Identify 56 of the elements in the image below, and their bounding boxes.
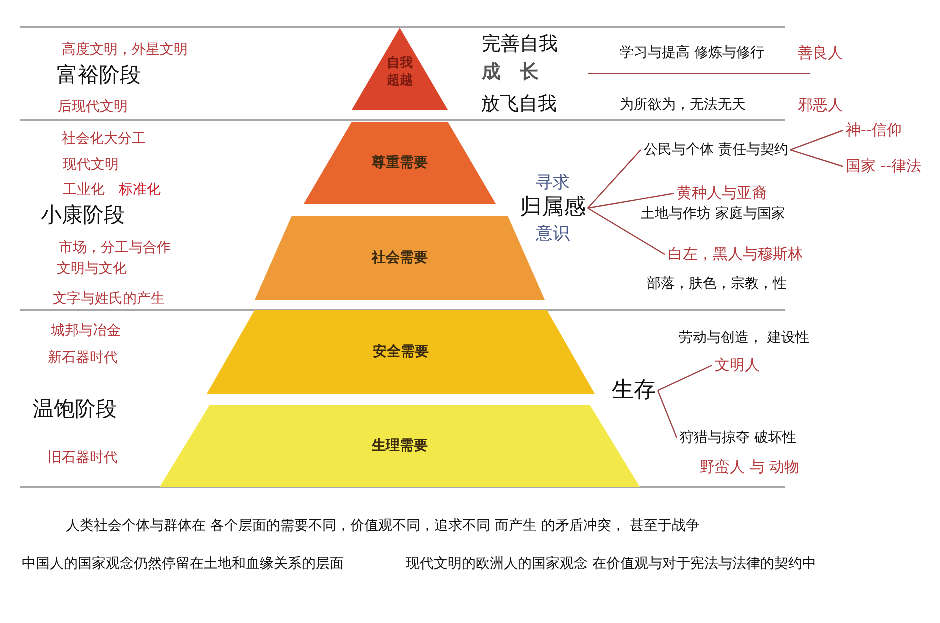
pyramid-tier <box>160 405 640 487</box>
annotation-text: 学习与提高 修炼与修行 <box>620 45 764 62</box>
hub-caption: 寻求 <box>535 172 571 194</box>
note-text: 现代文明的欧洲人的国家观念 在价值观与对于宪法与法律的契约中 <box>406 556 816 572</box>
annotation-text: 野蛮人 与 动物 <box>700 459 800 476</box>
annotation-text: 工业化 <box>63 182 105 198</box>
annotation-text: 高度文明，外星文明 <box>62 42 188 58</box>
branch-text: 白左，黑人与穆斯林 <box>668 246 803 264</box>
annotation-text: 市场，分工与合作 <box>59 240 171 256</box>
annotation-text: 旧石器时代 <box>48 450 118 466</box>
side-heading: 成 长 <box>482 62 539 84</box>
note-text: 人类社会个体与群体在 各个层面的需要不同，价值观不同，追求不同 而产生 的矛盾冲突， 甚至于战争 <box>66 518 700 534</box>
annotation-text: 文字与姓氏的产生 <box>53 291 165 308</box>
connector-line <box>588 193 674 209</box>
tier-label: 生理需要 <box>370 437 429 455</box>
pyramid-tier <box>207 310 595 394</box>
connector-line <box>658 365 712 392</box>
peak-triangle <box>352 28 448 110</box>
hub-text: 归属感 <box>520 194 586 222</box>
branch-text: 黄种人与亚裔 <box>677 185 767 202</box>
annotation-text: 城邦与冶金 <box>51 323 121 340</box>
annotation-text: 善良人 <box>798 45 843 62</box>
tier-label: 自我超越 <box>386 56 414 90</box>
annotation-text: 文明与文化 <box>57 261 127 278</box>
side-heading: 完善自我 <box>482 34 558 56</box>
annotation-text: 邪恶人 <box>798 97 843 114</box>
stage-heading: 富裕阶段 <box>57 63 141 88</box>
annotation-text: 为所欲为，无法无天 <box>620 97 746 114</box>
connector-line <box>790 149 844 168</box>
connector-line <box>588 150 642 209</box>
annotation-text: 土地与作坊 家庭与国家 <box>641 206 786 222</box>
connector-line <box>657 390 678 438</box>
pyramid-tier <box>304 122 496 204</box>
annotation-text: 标准化 <box>119 182 161 198</box>
branch-text: 生存 <box>612 378 656 404</box>
annotation-text: 部落，肤色，宗教，性 <box>647 276 787 292</box>
annotation-text: 后现代文明 <box>58 99 128 116</box>
stage-heading: 温饱阶段 <box>33 397 117 422</box>
connector-line <box>790 130 844 151</box>
branch-text: 公民与个体 责任与契约 <box>644 142 788 158</box>
hub-caption: 意识 <box>535 222 571 245</box>
tier-label: 社会需要 <box>370 249 429 267</box>
branch-text: 狩猎与掠夺 破坏性 <box>680 430 796 446</box>
note-text: 中国人的国家观念仍然停留在土地和血缘关系的层面 <box>22 556 344 572</box>
annotation-text: 新石器时代 <box>48 350 118 366</box>
side-heading: 放飞自我 <box>481 94 557 116</box>
branch-text: 文明人 <box>715 357 760 374</box>
tier-label: 安全需要 <box>372 343 430 361</box>
branch-text: 神--信仰 <box>846 122 902 140</box>
annotation-text: 现代文明 <box>63 157 119 174</box>
tier-label: 尊重需要 <box>371 154 429 172</box>
connector-line <box>588 208 666 256</box>
annotation-text: 劳动与创造， 建设性 <box>679 330 810 346</box>
stage-heading: 小康阶段 <box>41 203 125 228</box>
branch-text: 国家 --律法 <box>846 158 922 176</box>
annotation-text: 社会化大分工 <box>62 131 146 148</box>
